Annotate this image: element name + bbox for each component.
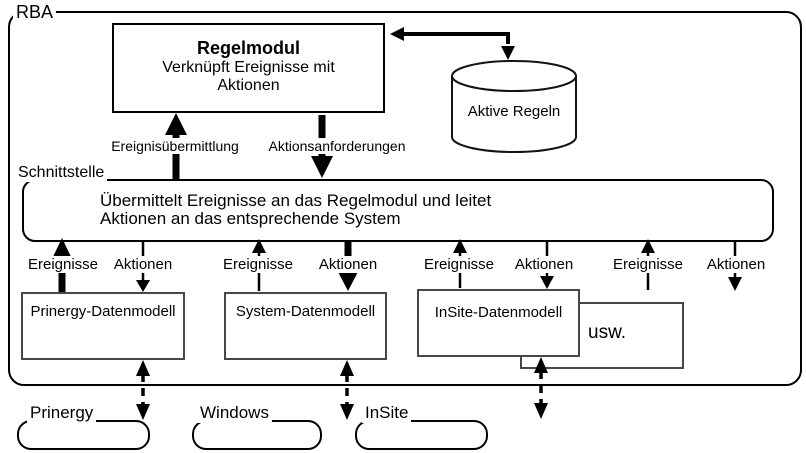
aktive-regeln-label: Aktive Regeln — [467, 103, 561, 120]
schnittstelle-description-line2: Aktionen an das entsprechende System — [100, 209, 401, 228]
regelmodul-box: Regelmodul Verknüpft Ereignisse mit Akti… — [112, 23, 385, 113]
insite-system-label: InSite — [362, 403, 412, 423]
insite-datenmodell-box: InSite-Datenmodell — [417, 289, 580, 357]
channel2-aktionen-label: Aktionen — [316, 256, 380, 273]
windows-system-label: Windows — [197, 403, 272, 423]
schnittstelle-box: Übermittelt Ereignisse an das Regelmodul… — [22, 179, 774, 242]
channel2-ereignisse-label: Ereignisse — [220, 256, 296, 273]
prinergy-system-box — [17, 420, 150, 450]
channel1-aktionen-label: Aktionen — [111, 256, 175, 273]
insite-datenmodell-label: InSite-Datenmodell — [434, 304, 563, 321]
prinergy-datenmodell-label: Prinergy-Datenmodell — [30, 303, 176, 320]
system-datenmodell-label: System-Datenmodell — [235, 303, 376, 320]
regelmodul-subtitle-line1: Verknüpft Ereignisse mit — [162, 59, 335, 76]
windows-system-box — [192, 420, 322, 450]
schnittstelle-label: Schnittstelle — [15, 164, 108, 182]
rba-label: RBA — [13, 2, 57, 23]
system-datenmodell-box: System-Datenmodell — [224, 292, 387, 360]
ereignisuebermittlung-label: Ereignisübermittlung — [109, 138, 241, 154]
schnittstelle-description: Übermittelt Ereignisse an das Regelmodul… — [100, 192, 491, 228]
prinergy-system-label: Prinergy — [27, 403, 97, 423]
channel1-ereignisse-label: Ereignisse — [25, 256, 101, 273]
channel3-aktionen-label: Aktionen — [512, 256, 576, 273]
aktionsanforderungen-label: Aktionsanforderungen — [266, 138, 408, 154]
channel4-ereignisse-label: Ereignisse — [610, 256, 686, 273]
insite-system-box — [355, 420, 488, 450]
usw-label: usw. — [588, 322, 627, 343]
channel4-aktionen-label: Aktionen — [704, 256, 768, 273]
prinergy-datenmodell-box: Prinergy-Datenmodell — [21, 292, 185, 360]
channel3-ereignisse-label: Ereignisse — [421, 256, 497, 273]
regelmodul-subtitle-line2: Aktionen — [217, 77, 280, 94]
schnittstelle-description-line1: Übermittelt Ereignisse an das Regelmodul… — [100, 191, 492, 210]
regelmodul-title: Regelmodul — [196, 38, 300, 58]
